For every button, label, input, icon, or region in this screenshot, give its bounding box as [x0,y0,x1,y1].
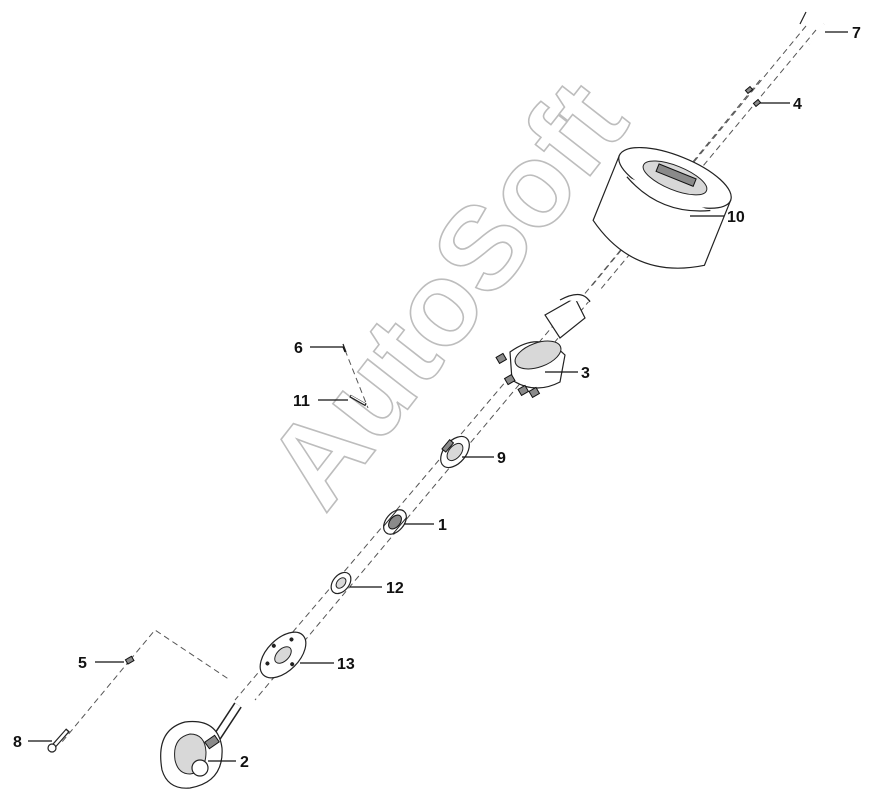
callout-10: 10 [727,209,745,226]
callout-11: 11 [293,393,310,410]
callout-6: 6 [294,340,303,357]
part-11-screw [349,394,367,407]
callout-3: 3 [581,365,590,382]
callout-12: 12 [386,580,404,597]
callouts: 7 4 10 3 6 11 9 1 12 5 13 8 2 [13,25,861,771]
part-2-housing [160,702,242,789]
part-3-bracket [495,293,591,399]
part-6-pin [342,343,347,353]
callout-9: 9 [497,450,506,467]
callout-13: 13 [337,656,355,673]
part-9-hub [440,435,470,469]
part-8-bolt [47,728,70,753]
part-4-pins [744,85,762,108]
callout-8: 8 [13,734,22,751]
callout-7: 7 [852,25,861,42]
callout-2: 2 [240,754,249,771]
leader-lines [28,31,848,762]
callout-4: 4 [793,96,802,113]
part-1-nut [382,509,408,535]
part-13-flange [259,631,307,679]
callout-5: 5 [78,655,87,672]
part-10-cover [592,146,732,269]
part-7-bolts [799,11,825,45]
part-12-bushing [330,571,352,595]
part-5-pin [124,655,135,665]
callout-1: 1 [438,517,447,534]
